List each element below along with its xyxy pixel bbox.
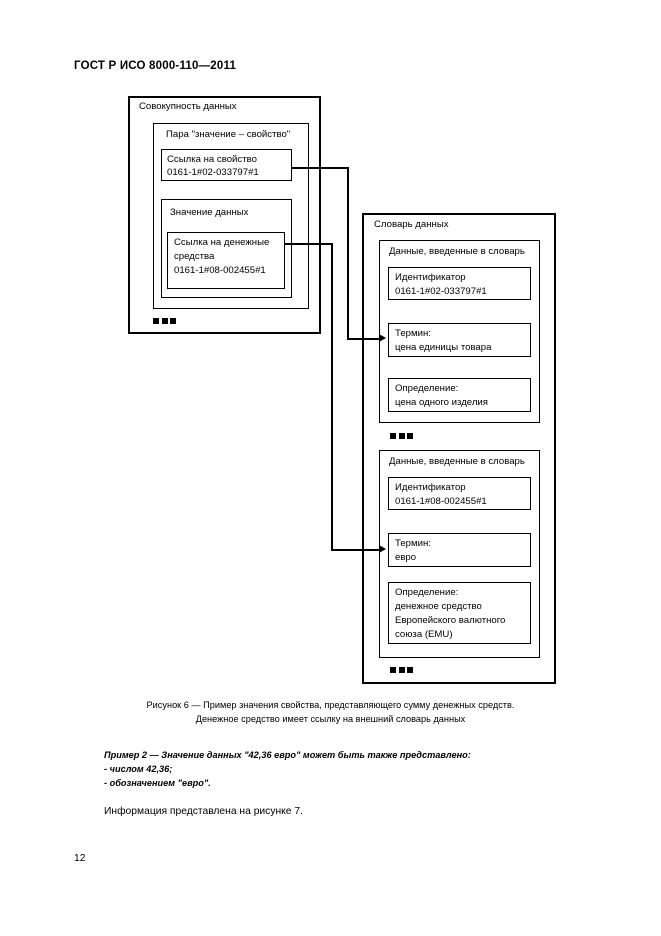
connector-1-segment-v: [347, 167, 349, 339]
property-reference-line1: Ссылка на свойство: [167, 154, 257, 165]
right-panel-title: Словарь данных: [374, 219, 449, 230]
connector-2-segment-v: [331, 243, 333, 550]
value-property-pair-title: Пара "значение – свойство": [166, 129, 291, 140]
dictionary-entry-1-title: Данные, введенные в словарь: [389, 246, 525, 257]
left-panel-title: Совокупность данных: [139, 101, 237, 112]
entry-2-term-label: Термин:: [395, 538, 431, 549]
example-item-1: - числом 42,36;: [104, 764, 173, 774]
page-header: ГОСТ Р ИСО 8000-110—2011: [74, 60, 237, 72]
property-reference-line2: 0161-1#02-033797#1: [167, 167, 259, 178]
connector-2-segment-h2: [331, 549, 380, 551]
closing-paragraph: Информация представлена на рисунке 7.: [104, 806, 303, 817]
currency-reference-box: [167, 232, 285, 289]
connector-1-arrow-icon: [379, 334, 386, 342]
connector-2-arrow-icon: [379, 545, 386, 553]
entry-2-definition-line3: союза (EMU): [395, 629, 453, 640]
dictionary-entry-2-title: Данные, введенные в словарь: [389, 456, 525, 467]
entry-1-term-label: Термин:: [395, 328, 431, 339]
entry-2-term-box: [388, 533, 531, 567]
entry-1-definition-label: Определение:: [395, 383, 459, 394]
figure-6: Совокупность данных Пара "значение – сво…: [128, 96, 556, 684]
entry-2-identifier-value: 0161-1#08-002455#1: [395, 496, 487, 507]
entry-1-identifier-value: 0161-1#02-033797#1: [395, 286, 487, 297]
connector-2-segment-h1: [285, 243, 332, 245]
entry-1-identifier-label: Идентификатор: [395, 272, 466, 283]
currency-reference-line2: средства: [174, 251, 215, 262]
page-number: 12: [74, 853, 86, 864]
left-panel-ellipsis-icon: [153, 318, 176, 324]
entry-2-definition-line2: Европейского валютного: [395, 615, 506, 626]
example-item-2: - обозначением "евро".: [104, 778, 211, 788]
data-value-title: Значение данных: [170, 207, 249, 218]
entry-1-term-value: цена единицы товара: [395, 342, 492, 353]
connector-1-segment-h1: [292, 167, 349, 169]
entry-1-identifier-box: [388, 267, 531, 300]
figure-caption-line-2: Денежное средство имеет ссылку на внешни…: [195, 714, 466, 724]
entry-1-definition-box: [388, 378, 531, 412]
currency-reference-line3: 0161-1#08-002455#1: [174, 265, 266, 276]
entry-2-identifier-box: [388, 477, 531, 510]
dictionary-ellipsis-bottom-icon: [390, 667, 413, 673]
figure-caption-line-1: Рисунок 6 — Пример значения свойства, пр…: [146, 700, 515, 710]
entry-2-term-value: евро: [395, 552, 417, 563]
entry-1-definition-value: цена одного изделия: [395, 397, 488, 408]
entry-2-identifier-label: Идентификатор: [395, 482, 466, 493]
property-reference-box: [161, 149, 292, 181]
entry-2-definition-line1: денежное средство: [395, 601, 482, 612]
entry-1-term-box: [388, 323, 531, 357]
currency-reference-line1: Ссылка на денежные: [174, 237, 270, 248]
entry-2-definition-label: Определение:: [395, 587, 459, 598]
example-intro: Пример 2 — Значение данных "42,36 евро" …: [104, 750, 471, 760]
entry-2-definition-box: [388, 582, 531, 644]
connector-1-segment-h2: [347, 338, 380, 340]
dictionary-ellipsis-middle-icon: [390, 433, 413, 439]
